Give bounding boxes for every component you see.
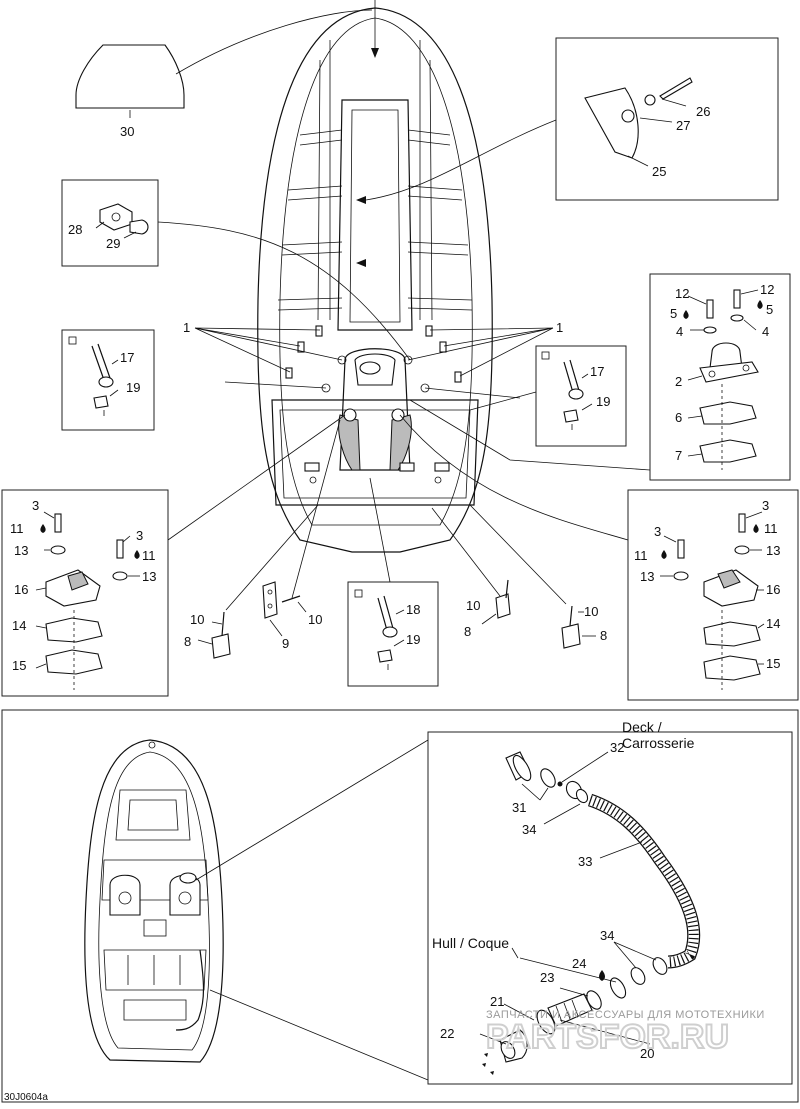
callout-13-c: 13 <box>766 543 780 558</box>
callout-14-a: 14 <box>12 618 26 633</box>
callout-33: 33 <box>578 854 592 869</box>
callout-11-a: 11 <box>10 521 24 536</box>
callout-1-leaders: 1 1 <box>183 320 563 399</box>
lower-panel: 32 31 34 Deck / Carrosserie 33 34 24 2 <box>1 709 799 1103</box>
box-28-29: 28 29 <box>61 179 411 361</box>
callout-13-a: 13 <box>14 543 28 558</box>
callout-6: 6 <box>675 410 682 425</box>
box-18-19-middle: 18 19 <box>347 477 439 687</box>
callout-22: 22 <box>440 1026 454 1041</box>
callout-26: 26 <box>696 104 710 119</box>
deck-label: Deck / <box>622 719 662 735</box>
callout-34-a: 34 <box>522 822 536 837</box>
callout-11-b: 11 <box>142 548 156 563</box>
callout-34-b: 34 <box>600 928 614 943</box>
callout-24: 24 <box>572 956 586 971</box>
box-25-26-27: 26 27 25 <box>365 37 779 201</box>
watermark-text: ЗАПЧАСТИ И АКСЕССУАРЫ ДЛЯ МОТОТЕХНИКИ <box>486 1009 765 1021</box>
carrosserie-label: Carrosserie <box>622 735 695 751</box>
callout-16-a: 16 <box>14 582 28 597</box>
box-engine-mount: 12 12 5 5 4 4 2 6 7 <box>409 273 791 481</box>
callout-10-c: 10 <box>466 598 480 613</box>
callout-9: 9 <box>282 636 289 651</box>
watermark: PARTSFOR.RU ЗАПЧАСТИ И АКСЕССУАРЫ ДЛЯ МО… <box>485 1009 765 1057</box>
callout-8-a: 8 <box>184 634 191 649</box>
callout-19-right: 19 <box>596 394 610 409</box>
callout-28: 28 <box>68 222 82 237</box>
callout-12-left: 12 <box>675 286 689 301</box>
callout-19-left: 19 <box>126 380 140 395</box>
hull-label: Hull / Coque <box>432 935 509 951</box>
callout-18: 18 <box>406 602 420 617</box>
callout-16-b: 16 <box>766 582 780 597</box>
callout-4-left: 4 <box>676 324 683 339</box>
callout-27: 27 <box>676 118 690 133</box>
callout-32: 32 <box>610 740 624 755</box>
callout-3-b: 3 <box>136 528 143 543</box>
callout-8-c: 8 <box>600 628 607 643</box>
callout-21: 21 <box>490 994 504 1009</box>
callout-17-right: 17 <box>590 364 604 379</box>
watermark-logo: PARTSFOR.RU <box>486 1018 729 1056</box>
callout-3-a: 3 <box>32 498 39 513</box>
callout-5-left: 5 <box>670 306 677 321</box>
box-17-19-right: 17 19 <box>469 345 627 447</box>
callout-1-right: 1 <box>556 320 563 335</box>
callout-23: 23 <box>540 970 554 985</box>
callout-12-right: 12 <box>760 282 774 297</box>
box-right-mount: 3 11 13 3 11 13 16 14 15 <box>399 414 799 701</box>
callout-10-d: 10 <box>584 604 598 619</box>
callout-19-mid: 19 <box>406 632 420 647</box>
diagram-code: 30J0604a <box>4 1092 48 1103</box>
box-17-19-left: 17 19 <box>61 329 155 431</box>
callout-2: 2 <box>675 374 682 389</box>
callout-29: 29 <box>106 236 120 251</box>
callout-14-b: 14 <box>766 616 780 631</box>
callout-25: 25 <box>652 164 666 179</box>
callout-3-c: 3 <box>762 498 769 513</box>
callout-10-a: 10 <box>190 612 204 627</box>
callout-15-a: 15 <box>12 658 26 673</box>
callout-20: 20 <box>640 1046 654 1061</box>
callout-31: 31 <box>512 800 526 815</box>
callout-1-left: 1 <box>183 320 190 335</box>
parts-8-9-10: 10 8 9 10 10 8 10 8 <box>184 419 607 659</box>
callout-11-c: 11 <box>764 521 778 536</box>
callout-7: 7 <box>675 448 682 463</box>
callout-30: 30 <box>120 124 134 139</box>
hull-top-view <box>257 0 493 553</box>
callout-13-d: 13 <box>640 569 654 584</box>
callout-5-right: 5 <box>766 302 773 317</box>
callout-13-b: 13 <box>142 569 156 584</box>
callout-8-b: 8 <box>464 624 471 639</box>
callout-17-left: 17 <box>120 350 134 365</box>
callout-10-b: 10 <box>308 612 322 627</box>
part-30-cover: 30 <box>75 9 373 139</box>
callout-11-d: 11 <box>634 548 648 563</box>
box-left-mount: 3 11 13 3 11 13 16 14 15 <box>1 414 346 697</box>
callout-3-d: 3 <box>654 524 661 539</box>
callout-15-b: 15 <box>766 656 780 671</box>
callout-4-right: 4 <box>762 324 769 339</box>
